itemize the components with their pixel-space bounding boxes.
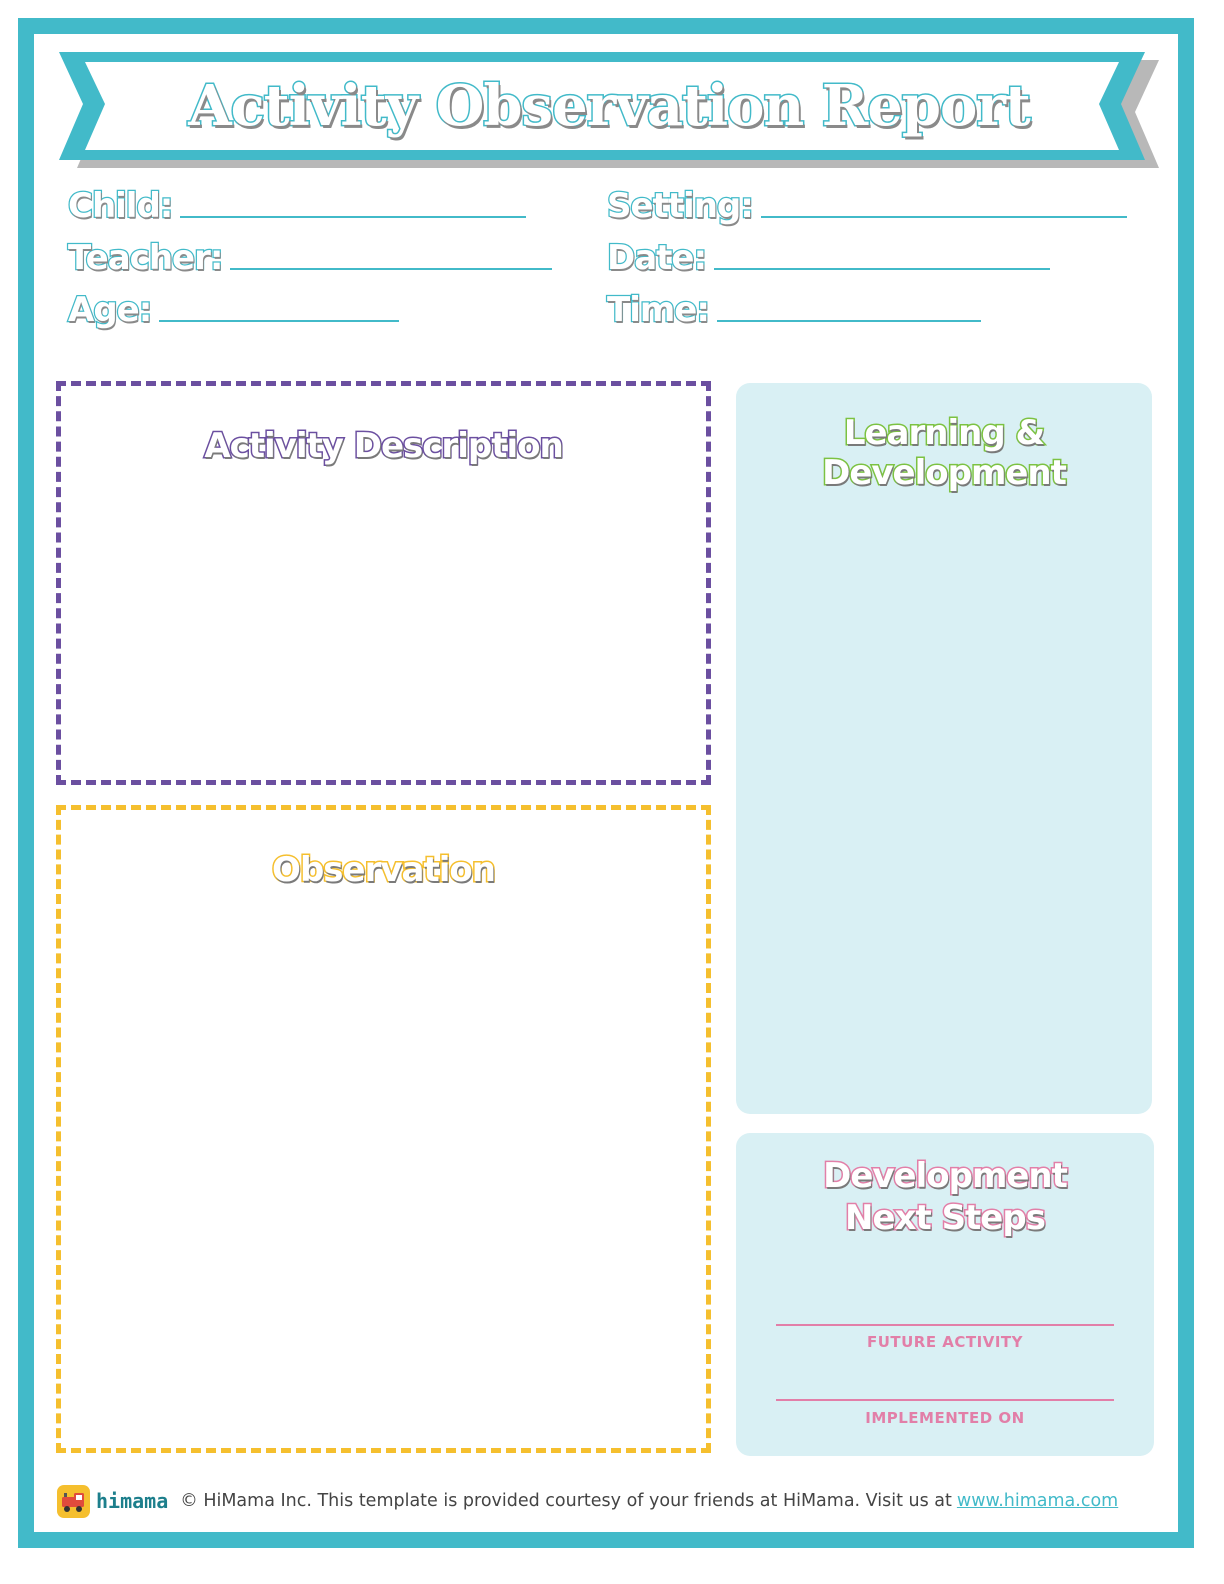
learning-title-line2: Development: [821, 452, 1069, 495]
age-field: Age:: [67, 289, 400, 332]
development-next-steps-box: Development Next Steps FUTURE ACTIVITY I…: [736, 1133, 1154, 1456]
implemented-on-line[interactable]: [776, 1399, 1114, 1401]
title-ribbon: Activity Observation Report: [55, 50, 1163, 172]
learning-development-title: Learning & Development: [736, 412, 1152, 495]
ribbon-shape: [59, 52, 1159, 168]
date-field: Date:: [606, 237, 1051, 280]
observation-title: Observation: [271, 849, 498, 892]
page-title: Activity Observation Report: [187, 72, 1033, 141]
footer: himama © HiMama Inc. This template is pr…: [57, 1484, 1118, 1518]
setting-label: Setting:: [606, 185, 755, 228]
next-steps-title-line2: Next Steps: [844, 1197, 1048, 1240]
setting-input-line[interactable]: [760, 216, 1127, 218]
train-icon: [57, 1484, 90, 1518]
activity-description-title: Activity Description: [203, 425, 565, 468]
activity-description-box[interactable]: Activity Description: [56, 381, 711, 785]
teacher-label: Teacher:: [67, 237, 225, 280]
footer-website-link[interactable]: www.himama.com: [956, 1491, 1119, 1511]
implemented-on-caption: IMPLEMENTED ON: [865, 1409, 1025, 1427]
learning-title-line1: Learning &: [842, 412, 1046, 455]
child-label: Child:: [67, 185, 175, 228]
next-steps-title: Development Next Steps: [736, 1155, 1154, 1240]
setting-field: Setting:: [606, 185, 1127, 228]
child-field: Child:: [67, 185, 527, 228]
child-input-line[interactable]: [180, 216, 527, 218]
age-label: Age:: [67, 289, 154, 332]
teacher-input-line[interactable]: [230, 268, 553, 270]
next-steps-title-line1: Development: [822, 1155, 1070, 1198]
time-field: Time:: [606, 289, 981, 332]
time-input-line[interactable]: [716, 320, 981, 322]
footer-copyright: © HiMama Inc. This template is provided …: [180, 1491, 952, 1511]
date-input-line[interactable]: [714, 268, 1051, 270]
age-input-line[interactable]: [159, 320, 400, 322]
date-label: Date:: [606, 237, 709, 280]
future-activity-caption: FUTURE ACTIVITY: [866, 1333, 1024, 1351]
teacher-field: Teacher:: [67, 237, 553, 280]
learning-development-box[interactable]: Learning & Development: [736, 383, 1152, 1114]
observation-box[interactable]: Observation: [56, 805, 711, 1453]
time-label: Time:: [606, 289, 711, 332]
future-activity-line[interactable]: [776, 1324, 1114, 1326]
himama-logo-text: himama: [96, 1489, 169, 1513]
